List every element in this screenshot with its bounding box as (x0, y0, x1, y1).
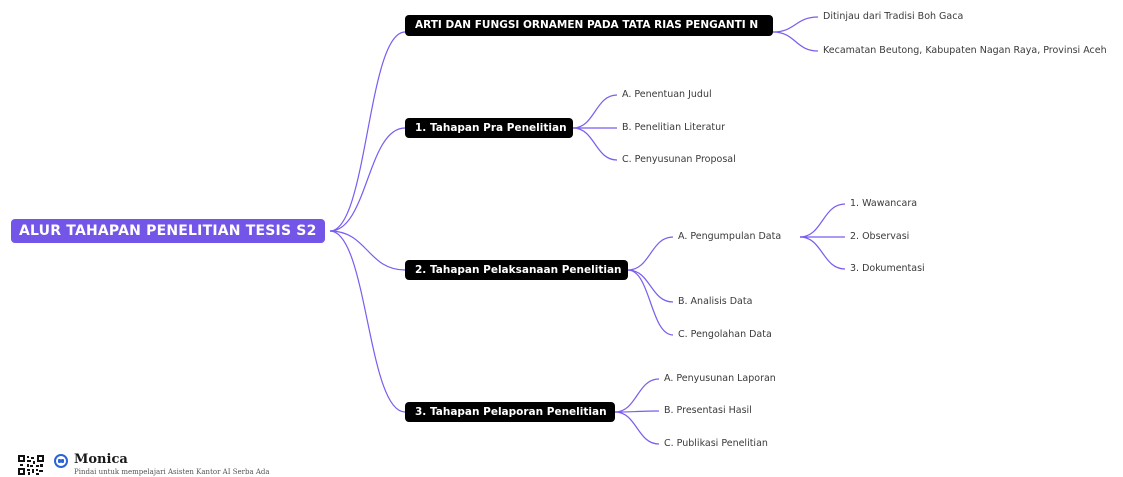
connector-line (614, 378, 660, 413)
leaf-node[interactable]: B. Analisis Data (678, 296, 753, 307)
branch-node-title[interactable]: ARTI DAN FUNGSI ORNAMEN PADA TATA RIAS P… (405, 15, 773, 36)
leaf-node[interactable]: 3. Dokumentasi (850, 263, 925, 274)
connector-line (627, 236, 674, 271)
connector-line (614, 410, 660, 413)
leaf-node[interactable]: A. Penentuan Judul (622, 89, 712, 100)
leaf-node[interactable]: A. Penyusunan Laporan (664, 373, 776, 384)
branch-node-pelaporan-penelitian[interactable]: 3. Tahapan Pelaporan Penelitian (405, 402, 615, 422)
branch-node-pelaksanaan-penelitian[interactable]: 2. Tahapan Pelaksanaan Penelitian (405, 260, 628, 280)
connector-line (329, 230, 406, 271)
leaf-node[interactable]: Ditinjau dari Tradisi Boh Gaca (823, 11, 964, 22)
connector-line (329, 31, 406, 232)
monica-logo-icon (54, 454, 68, 468)
leaf-node[interactable]: 2. Observasi (850, 231, 910, 242)
connector-line (799, 236, 846, 270)
leaf-node[interactable]: A. Pengumpulan Data (678, 231, 782, 242)
branch-node-pra-penelitian[interactable]: 1. Tahapan Pra Penelitian (405, 118, 573, 138)
leaf-node[interactable]: 1. Wawancara (850, 198, 918, 209)
connector-line (772, 16, 819, 33)
leaf-node[interactable]: C. Publikasi Penelitian (664, 438, 768, 449)
leaf-node[interactable]: C. Pengolahan Data (678, 329, 772, 340)
connector-line (772, 31, 819, 52)
connector-line (329, 230, 406, 413)
leaf-node[interactable]: Kecamatan Beutong, Kabupaten Nagan Raya,… (823, 45, 1107, 56)
connector-line (799, 203, 846, 238)
connector-line (627, 269, 674, 336)
root-node[interactable]: ALUR TAHAPAN PENELITIAN TESIS S2 (11, 219, 325, 243)
connector-line (572, 94, 618, 129)
leaf-node[interactable]: C. Penyusunan Proposal (622, 154, 736, 165)
connector-line (614, 411, 660, 445)
brand-name: Monica (74, 452, 128, 467)
connector-line (329, 127, 406, 232)
leaf-node[interactable]: B. Presentasi Hasil (664, 405, 752, 416)
qr-code-icon (18, 455, 44, 475)
leaf-node[interactable]: B. Penelitian Literatur (622, 122, 726, 133)
connector-line (572, 127, 618, 161)
brand-tagline: Pindai untuk mempelajari Asisten Kantor … (74, 468, 270, 476)
connector-line (627, 269, 674, 303)
